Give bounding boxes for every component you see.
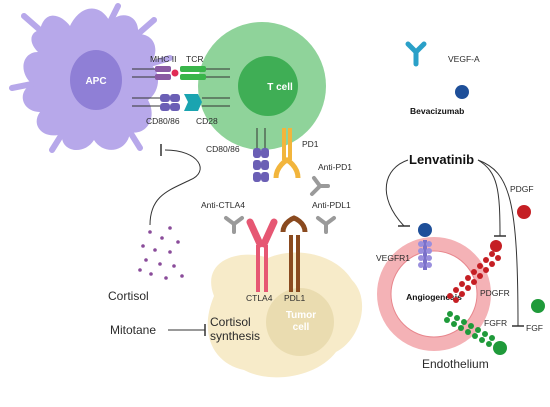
pdgf-label: PDGF xyxy=(510,184,534,194)
mitotane-label: Mitotane xyxy=(110,323,156,337)
vegfr1-ligand xyxy=(418,223,432,237)
pdl1-head xyxy=(280,215,308,233)
ctla4-receptor: CTLA4 xyxy=(246,218,278,303)
lenvatinib-label: Lenvatinib xyxy=(409,152,474,167)
endothelium-inner xyxy=(390,250,478,338)
cd28-shape xyxy=(184,94,202,111)
fgf-ball xyxy=(531,299,545,313)
ctla4-head xyxy=(246,218,278,248)
pd1-head xyxy=(273,157,301,179)
bevacizumab-label: Bevacizumab xyxy=(410,106,464,116)
anti-pdl1-label: Anti-PDL1 xyxy=(312,200,351,210)
apc-nucleus xyxy=(70,50,122,110)
t-cell: T cell xyxy=(198,22,326,150)
ctla4-label: CTLA4 xyxy=(246,293,273,303)
apc-label: APC xyxy=(85,76,106,87)
lenvatinib-to-fgfr xyxy=(477,159,519,327)
lenvatinib-to-vegfr1 xyxy=(385,159,409,227)
tcell-bottom-receptors: CD80/86 PD1 xyxy=(206,128,319,182)
cd80-block4 xyxy=(170,103,180,111)
cortisol-synthesis-line1: Cortisol xyxy=(210,315,251,329)
tumor-label-line2: cell xyxy=(293,322,310,333)
cd80-86-tcell-label: CD80/86 xyxy=(206,144,240,154)
pdgfr-receptor xyxy=(447,240,502,303)
vegf-a-ball xyxy=(455,85,469,99)
cortisol-inhibit-line xyxy=(149,149,201,226)
cd80-block1 xyxy=(160,94,170,102)
mhc-ii-label: MHC II xyxy=(150,54,176,64)
cd28-label: CD28 xyxy=(196,116,218,126)
vegfr1-label: VEGFR1 xyxy=(376,253,410,263)
anti-ctla4-antibody xyxy=(224,216,244,234)
anti-pd1-antibody xyxy=(310,176,330,196)
cd80t-block6 xyxy=(261,172,269,182)
tumor-cell: Tumor cell xyxy=(207,252,363,378)
pdl1-label: PDL1 xyxy=(284,293,306,303)
cd80t-block2 xyxy=(261,148,269,158)
pdl1-receptor: PDL1 xyxy=(280,215,308,303)
mhc-ii-bar1 xyxy=(155,66,171,72)
antigen-icon xyxy=(170,68,180,78)
anti-ctla4-label: Anti-CTLA4 xyxy=(201,200,245,210)
fgf-label: FGF xyxy=(526,323,543,333)
endothelium-label: Endothelium xyxy=(422,357,489,371)
lenvatinib-to-pdgfr xyxy=(477,159,501,237)
mhc-ii-bar2 xyxy=(155,74,171,80)
fgfr-receptor xyxy=(444,311,507,355)
cd80t-block1 xyxy=(253,148,261,158)
tcr-bar1 xyxy=(180,66,206,72)
tcr-bar2 xyxy=(180,74,206,80)
endothelium-vessel: Angiogenesis xyxy=(377,237,491,351)
cd80-86-apc-label: CD80/86 xyxy=(146,116,180,126)
mhc-tcr-complex: MHC II TCR xyxy=(132,54,230,80)
tcr-label: TCR xyxy=(186,54,203,64)
cortisol-molecules xyxy=(138,226,184,280)
tumor-nucleus xyxy=(266,288,334,356)
pd1-label: PD1 xyxy=(302,139,319,149)
cortisol-label: Cortisol xyxy=(108,289,149,303)
anti-pd1-label: Anti-PD1 xyxy=(318,162,352,172)
pdgf-ball xyxy=(517,205,531,219)
apc-cell: APC xyxy=(9,3,173,153)
cd80-block3 xyxy=(160,103,170,111)
cd80-block2 xyxy=(170,94,180,102)
angiogenesis-label: Angiogenesis xyxy=(406,292,462,302)
cd80-cd28-complex: CD80/86 CD28 xyxy=(132,94,230,126)
fgfr-label: FGFR xyxy=(484,318,507,328)
vegf-a-label: VEGF-A xyxy=(448,54,480,64)
cd80t-block4 xyxy=(261,160,269,170)
cd80t-block5 xyxy=(253,172,261,182)
cd80t-block3 xyxy=(253,160,261,170)
bevacizumab-antibody xyxy=(405,41,427,67)
pdgfr-label: PDGFR xyxy=(480,288,510,298)
endothelium-ring xyxy=(377,237,491,351)
anti-pdl1-antibody xyxy=(316,216,336,234)
tcell-nucleus xyxy=(238,56,298,116)
cortisol-synthesis-line2: synthesis xyxy=(210,329,260,343)
tumor-label-line1: Tumor xyxy=(286,310,316,321)
tcell-label: T cell xyxy=(267,82,293,93)
apc-dendrites xyxy=(9,3,173,153)
vegfr1-receptor: VEGFR1 xyxy=(376,223,432,270)
